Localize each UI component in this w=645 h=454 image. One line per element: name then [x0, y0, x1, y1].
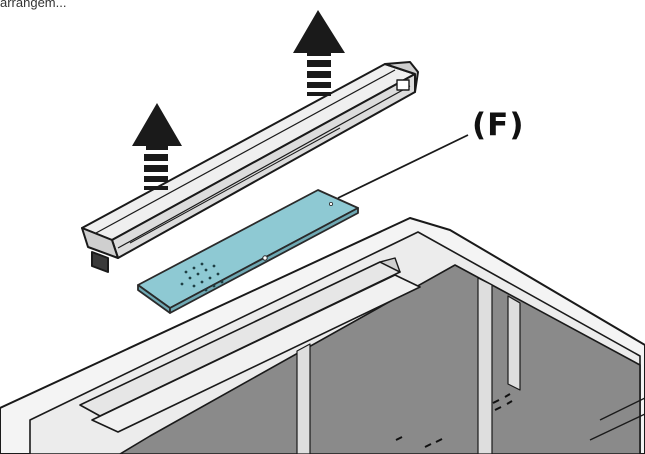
channel-groove — [91, 274, 421, 433]
callout-leader-line — [337, 134, 469, 199]
housing-edge-right-2 — [589, 413, 645, 441]
front-rail-groove-2 — [117, 85, 411, 249]
front-rail — [81, 61, 419, 273]
callout-label: (F) — [472, 107, 525, 143]
header-text: arrangem... — [0, 0, 67, 10]
well-strip-3 — [507, 295, 521, 391]
channel-end — [379, 257, 401, 273]
housing-tray — [0, 217, 645, 454]
arrow-up-icon — [293, 10, 345, 96]
housing-edge-right — [599, 397, 645, 421]
well-strip-1 — [296, 343, 311, 454]
filter-panel — [137, 189, 359, 314]
front-rail-end-left — [81, 227, 119, 259]
filter-panel-hole-2 — [328, 201, 333, 206]
arrow-up-icon — [132, 103, 182, 190]
filter-panel-dots — [180, 262, 224, 292]
front-rail-groove — [95, 69, 396, 234]
well-strip-2 — [477, 277, 493, 454]
front-rail-end-right — [384, 61, 419, 93]
front-rail-tab — [91, 251, 109, 273]
well-markers — [395, 393, 513, 448]
front-rail-notch — [129, 127, 341, 244]
front-rail-clip-right — [396, 79, 410, 91]
filter-panel-hole — [262, 255, 268, 261]
